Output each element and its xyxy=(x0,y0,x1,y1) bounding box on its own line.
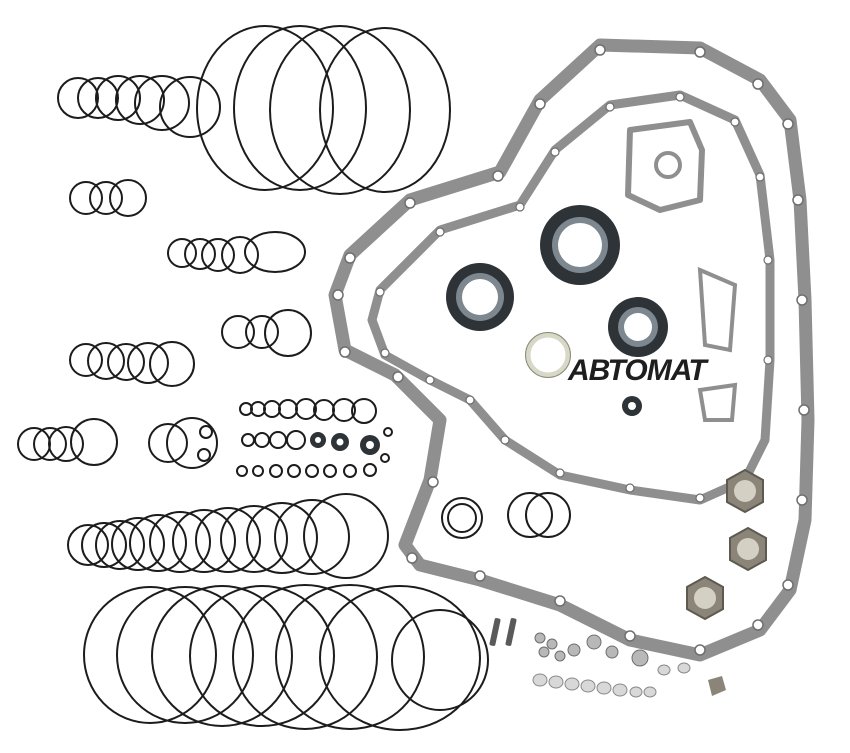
case-gasket-inner xyxy=(367,90,775,505)
pins-and-washers xyxy=(489,618,726,698)
hex-nuts xyxy=(686,468,767,621)
small-gasket xyxy=(625,119,705,213)
oil-seal-small xyxy=(608,297,668,357)
oil-seal-tiny xyxy=(622,396,642,416)
oil-seal-large xyxy=(540,205,620,285)
hex-nut-2 xyxy=(729,526,767,572)
case-gasket xyxy=(328,38,815,662)
hex-nut-3 xyxy=(686,575,724,621)
case-gasket-outer xyxy=(328,38,815,662)
hex-nut-1 xyxy=(726,468,764,514)
oil-seals xyxy=(446,205,668,416)
automat-watermark: АВТОМАТ xyxy=(568,354,707,387)
oil-seal-medium xyxy=(446,263,514,331)
small-seals xyxy=(310,432,380,455)
o-rings xyxy=(17,25,571,731)
teflon-ring xyxy=(525,332,571,378)
